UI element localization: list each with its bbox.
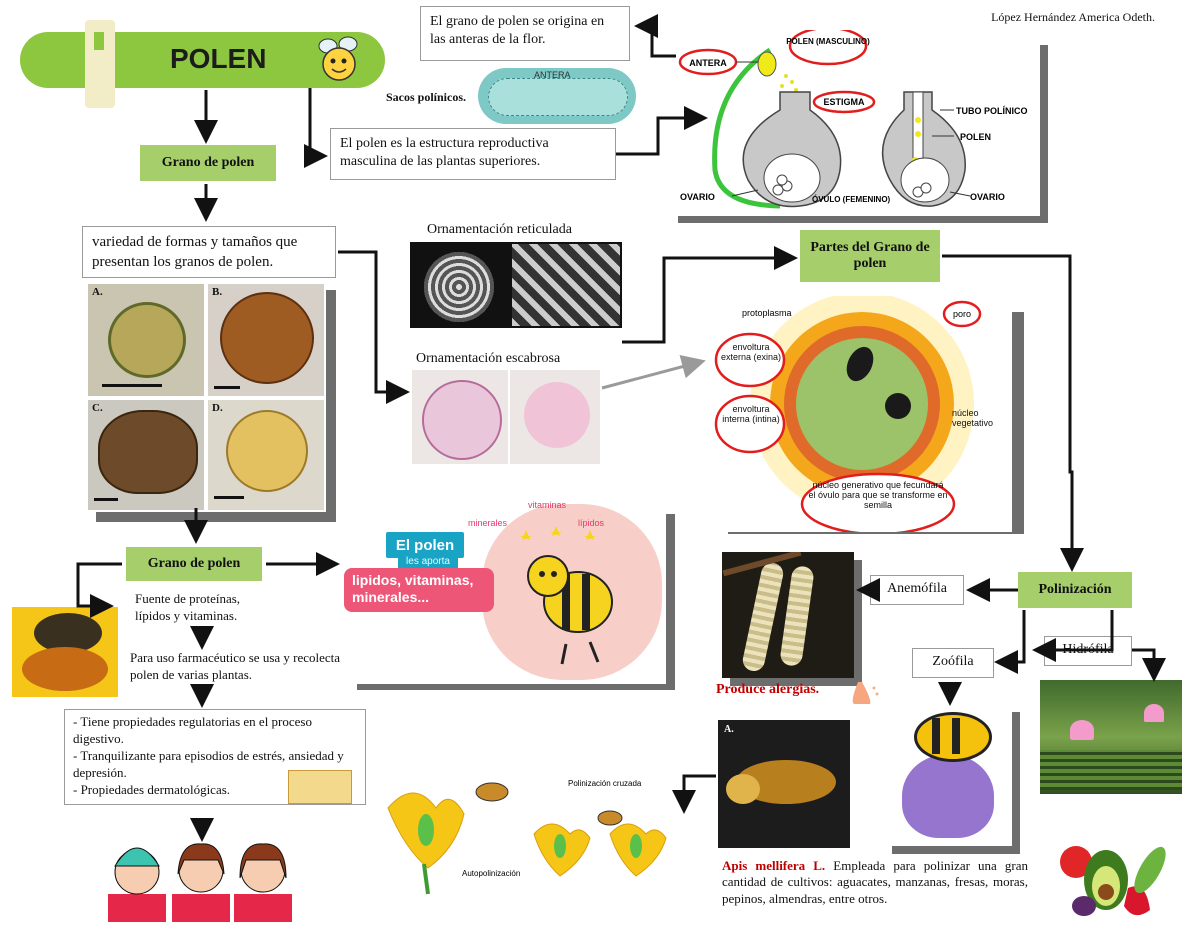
- zoofila-box: Zoófila: [912, 648, 994, 678]
- micro-label-b: B.: [212, 286, 223, 298]
- flower-diagram: ANTERA POLEN (MASCULINO) ESTIGMA TUBO PO…: [670, 26, 1040, 216]
- poro-label: poro: [953, 309, 971, 319]
- reticulada-label: Ornamentación reticulada: [427, 222, 572, 237]
- sacos-anther-label: ANTERA: [534, 70, 571, 80]
- origin-text-box: El grano de polen se origina en las ante…: [420, 6, 630, 61]
- bee-on-flower-image: [12, 607, 118, 697]
- properties-box: - Tiene propiedades regulatorias en el p…: [64, 709, 366, 805]
- anemofila-box: Anemófila: [870, 575, 964, 605]
- pollination-flowers-illustration: Autopolinización Polinización cruzada: [384, 768, 684, 898]
- protoplasma-label: protoplasma: [742, 308, 792, 318]
- nucleo-gen-label: núcleo generativo que fecundará el óvulo…: [808, 480, 948, 510]
- hidrofila-lotus-image: [1040, 680, 1182, 794]
- tubo-label: TUBO POLÍNICO: [956, 106, 1028, 116]
- estigma-label: ESTIGMA: [823, 97, 865, 107]
- nucleo-veg-label: núcleo vegetativo: [952, 408, 994, 428]
- partes-grano-box: Partes del Grano de polen: [800, 230, 940, 282]
- property-1: - Tiene propiedades regulatorias en el p…: [73, 714, 312, 746]
- nose-icon: [852, 682, 879, 704]
- anemofila-label: Anemófila: [887, 581, 947, 596]
- pollen-micrographs: A. B. C. D.: [86, 282, 326, 512]
- tag-lipidos: lípidos: [578, 518, 605, 528]
- definition-box: El polen es la estructura reproductiva m…: [330, 128, 616, 180]
- sacos-label: Sacos polínicos.: [386, 90, 467, 104]
- grano-polen-label-1: Grano de polen: [161, 155, 255, 170]
- anemofila-pollen-image: [722, 552, 854, 678]
- apis-mellifera-image: A.: [718, 720, 850, 848]
- origin-text: El grano de polen se origina en las ante…: [430, 14, 605, 48]
- page-title: POLEN: [170, 43, 267, 74]
- property-3: - Propiedades dermatológicas.: [73, 781, 231, 797]
- escabrosa-image: [412, 370, 600, 464]
- polinizacion-box: Polinización: [1018, 572, 1132, 608]
- pollen-parts-diagram: protoplasma poro envoltura externa (exin…: [712, 292, 1012, 536]
- tag-minerales: minerales: [468, 518, 508, 528]
- hidrofila-box: Hidrófila: [1044, 636, 1132, 666]
- polen-masculino-label: POLEN (MASCULINO): [786, 37, 870, 46]
- cruzada-label: Polinización cruzada: [568, 779, 642, 788]
- uso-text: Para uso farmacéutico se usa y recolecta…: [130, 650, 353, 682]
- fruits-illustration: [1054, 840, 1166, 922]
- exina-label: envoltura externa (exina): [720, 342, 782, 362]
- grano-polen-box-2: Grano de polen: [126, 547, 262, 581]
- fuente-text: Fuente de proteínas, lípidos y vitaminas…: [135, 591, 241, 623]
- antera-label: ANTERA: [689, 58, 727, 68]
- sacos-polinicos-image: ANTERA: [478, 68, 636, 124]
- bee-card-heading: El polen: [386, 532, 464, 558]
- auto-label: Autopolinización: [462, 869, 520, 878]
- kids-illustration: [100, 830, 300, 922]
- ovario-right-label: OVARIO: [970, 192, 1005, 202]
- tag-vitaminas: vitaminas: [528, 500, 567, 510]
- apis-text: Empleada para polinizar una gran cantida…: [722, 858, 1029, 906]
- variety-box: variedad de formas y tamaños que present…: [82, 226, 336, 278]
- grano-polen-label-2: Grano de polen: [147, 556, 241, 571]
- property-2: - Tranquilizante para episodios de estré…: [73, 747, 344, 780]
- definition-text: El polen es la estructura reproductiva m…: [340, 136, 549, 170]
- zoofila-label: Zoófila: [932, 654, 974, 669]
- bee-card-nutrients: lipidos, vitaminas, minerales...: [344, 568, 494, 612]
- micro-label-a: A.: [92, 286, 103, 298]
- alergias-text: Produce alergias.: [716, 682, 820, 697]
- author-credit: López Hernández America Odeth.: [991, 10, 1155, 24]
- polen-label: POLEN: [960, 132, 991, 142]
- escabrosa-label: Ornamentación escabrosa: [416, 351, 561, 366]
- bee-nutrition-card: El polen les aporta lipidos, vitaminas, …: [340, 498, 666, 684]
- polinizacion-title: Polinización: [1038, 582, 1112, 597]
- apis-name: Apis mellifera L.: [722, 858, 826, 873]
- grano-polen-box-1: Grano de polen: [140, 145, 276, 181]
- product-box-image: [288, 770, 352, 804]
- partes-title: Partes del Grano de polen: [810, 240, 930, 271]
- ovulo-label: ÓVULO (FEMENINO): [812, 195, 891, 204]
- micro-label-d: D.: [212, 402, 223, 414]
- ovario-left-label: OVARIO: [680, 192, 715, 202]
- zoofila-bee-image: [884, 704, 1012, 846]
- cartoon-bee-icon: [520, 526, 613, 665]
- intina-label: envoltura interna (intina): [722, 404, 780, 424]
- variety-text: variedad de formas y tamaños que present…: [92, 234, 298, 270]
- bee-icon: [318, 36, 358, 81]
- reticulada-image: [410, 242, 622, 328]
- banner: POLEN: [20, 20, 388, 108]
- hidrofila-label: Hidrófila: [1062, 642, 1114, 657]
- apis-description: Apis mellifera L. Empleada para poliniza…: [722, 858, 1028, 907]
- micro-label-c: C.: [92, 402, 103, 414]
